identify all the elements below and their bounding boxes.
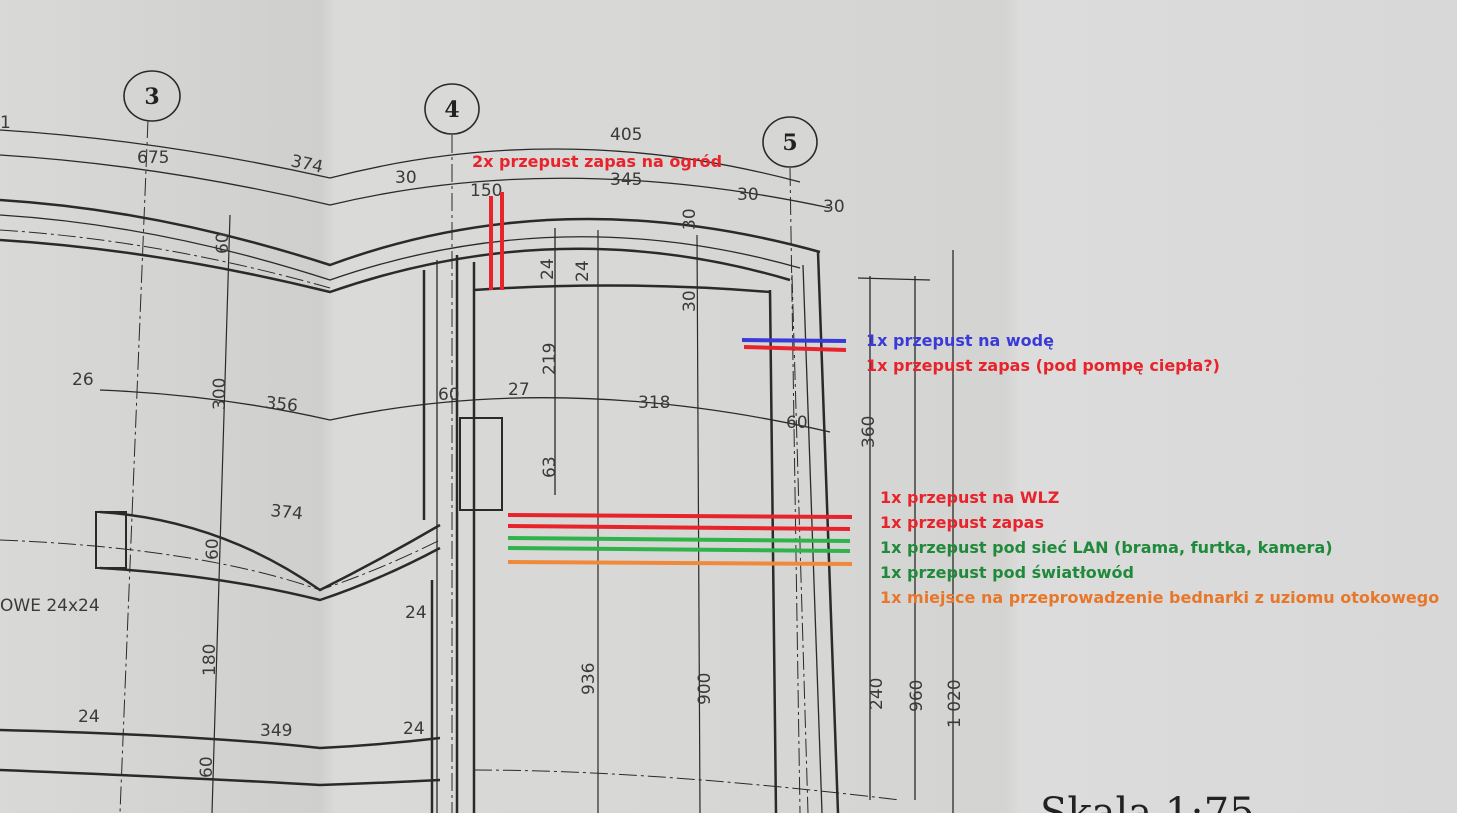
annotation-garden: 2x przepust zapas na ogród xyxy=(472,152,722,171)
grid-marker-3: 3 xyxy=(123,70,181,122)
annotation-fiber: 1x przepust pod światłowód xyxy=(880,563,1134,582)
annotation-water: 1x przepust na wodę xyxy=(866,331,1054,350)
dim-label: 960 xyxy=(907,680,927,712)
svg-text:5: 5 xyxy=(782,130,797,156)
dim-label: 349 xyxy=(260,721,292,741)
dim-label: 30 xyxy=(680,290,700,312)
dim-label: 60 xyxy=(786,413,808,433)
annotation-lan: 1x przepust pod sieć LAN (brama, furtka,… xyxy=(880,538,1333,557)
dim-label: 24 xyxy=(78,707,100,727)
annotation-grounding: 1x miejsce na przeprowadzenie bednarki z… xyxy=(880,588,1439,607)
dim-label: 26 xyxy=(72,370,94,390)
svg-text:3: 3 xyxy=(144,84,159,110)
dim-label: 356 xyxy=(264,393,298,416)
dim-label: 30 xyxy=(823,197,845,217)
annotation-spare-heatpump: 1x przepust zapas (pod pompę ciepła?) xyxy=(866,356,1220,375)
svg-text:4: 4 xyxy=(444,97,459,123)
dim-label: 936 xyxy=(579,663,599,695)
dimension-labels: 1 675 374 30 150 405 345 30 30 60 24 24 … xyxy=(0,113,1255,813)
grid-marker-4: 4 xyxy=(424,83,480,135)
grid-marker-5: 5 xyxy=(762,116,818,168)
foundation-walls xyxy=(0,119,901,813)
dim-label: 60 xyxy=(197,756,217,778)
dim-label: 24 xyxy=(573,260,593,282)
dim-label: 60 xyxy=(438,385,460,405)
dim-label: 360 xyxy=(859,416,879,448)
annotation-wlz: 1x przepust na WLZ xyxy=(880,488,1059,507)
grounding-mark xyxy=(507,560,853,566)
column-label: OWE 24x24 xyxy=(0,596,100,616)
dim-label: 900 xyxy=(695,673,715,705)
spare-conduit-mark xyxy=(743,345,847,352)
dim-label: 30 xyxy=(737,185,759,205)
dim-label: 24 xyxy=(403,719,425,739)
water-conduit-mark xyxy=(741,338,847,343)
dim-label: 24 xyxy=(405,603,427,623)
markup-lines xyxy=(489,192,853,566)
wlz-conduit-mark xyxy=(507,513,853,519)
annotations: 2x przepust zapas na ogród 1x przepust n… xyxy=(472,152,1439,607)
dim-label: 240 xyxy=(867,678,887,710)
dim-label: 150 xyxy=(470,181,502,201)
spare-conduit-mark xyxy=(507,524,851,531)
dim-label: 30 xyxy=(395,168,417,188)
dim-label: 345 xyxy=(610,170,642,190)
dim-label: 300 xyxy=(210,378,230,410)
dim-label: 318 xyxy=(638,393,670,413)
dim-label: 374 xyxy=(269,501,303,524)
dim-label: 219 xyxy=(540,343,560,375)
dim-label: 24 xyxy=(538,258,558,280)
dim-label: 60 xyxy=(203,538,223,560)
scale-label: Skala 1:75 xyxy=(1040,790,1255,813)
annotation-spare: 1x przepust zapas xyxy=(880,513,1044,532)
dim-label: 180 xyxy=(200,644,220,676)
dim-label: 675 xyxy=(137,148,169,168)
dim-label: 1 020 xyxy=(945,679,965,728)
dim-label: 60 xyxy=(213,232,233,254)
fiber-conduit-mark xyxy=(507,546,851,553)
lan-conduit-mark xyxy=(507,536,851,543)
dim-label: 405 xyxy=(610,125,642,145)
dim-label: 27 xyxy=(508,380,530,400)
edge-label: 1 xyxy=(0,113,11,133)
dim-label: 30 xyxy=(680,208,700,230)
dim-label: 63 xyxy=(540,456,560,478)
dimension-lines xyxy=(0,129,954,813)
